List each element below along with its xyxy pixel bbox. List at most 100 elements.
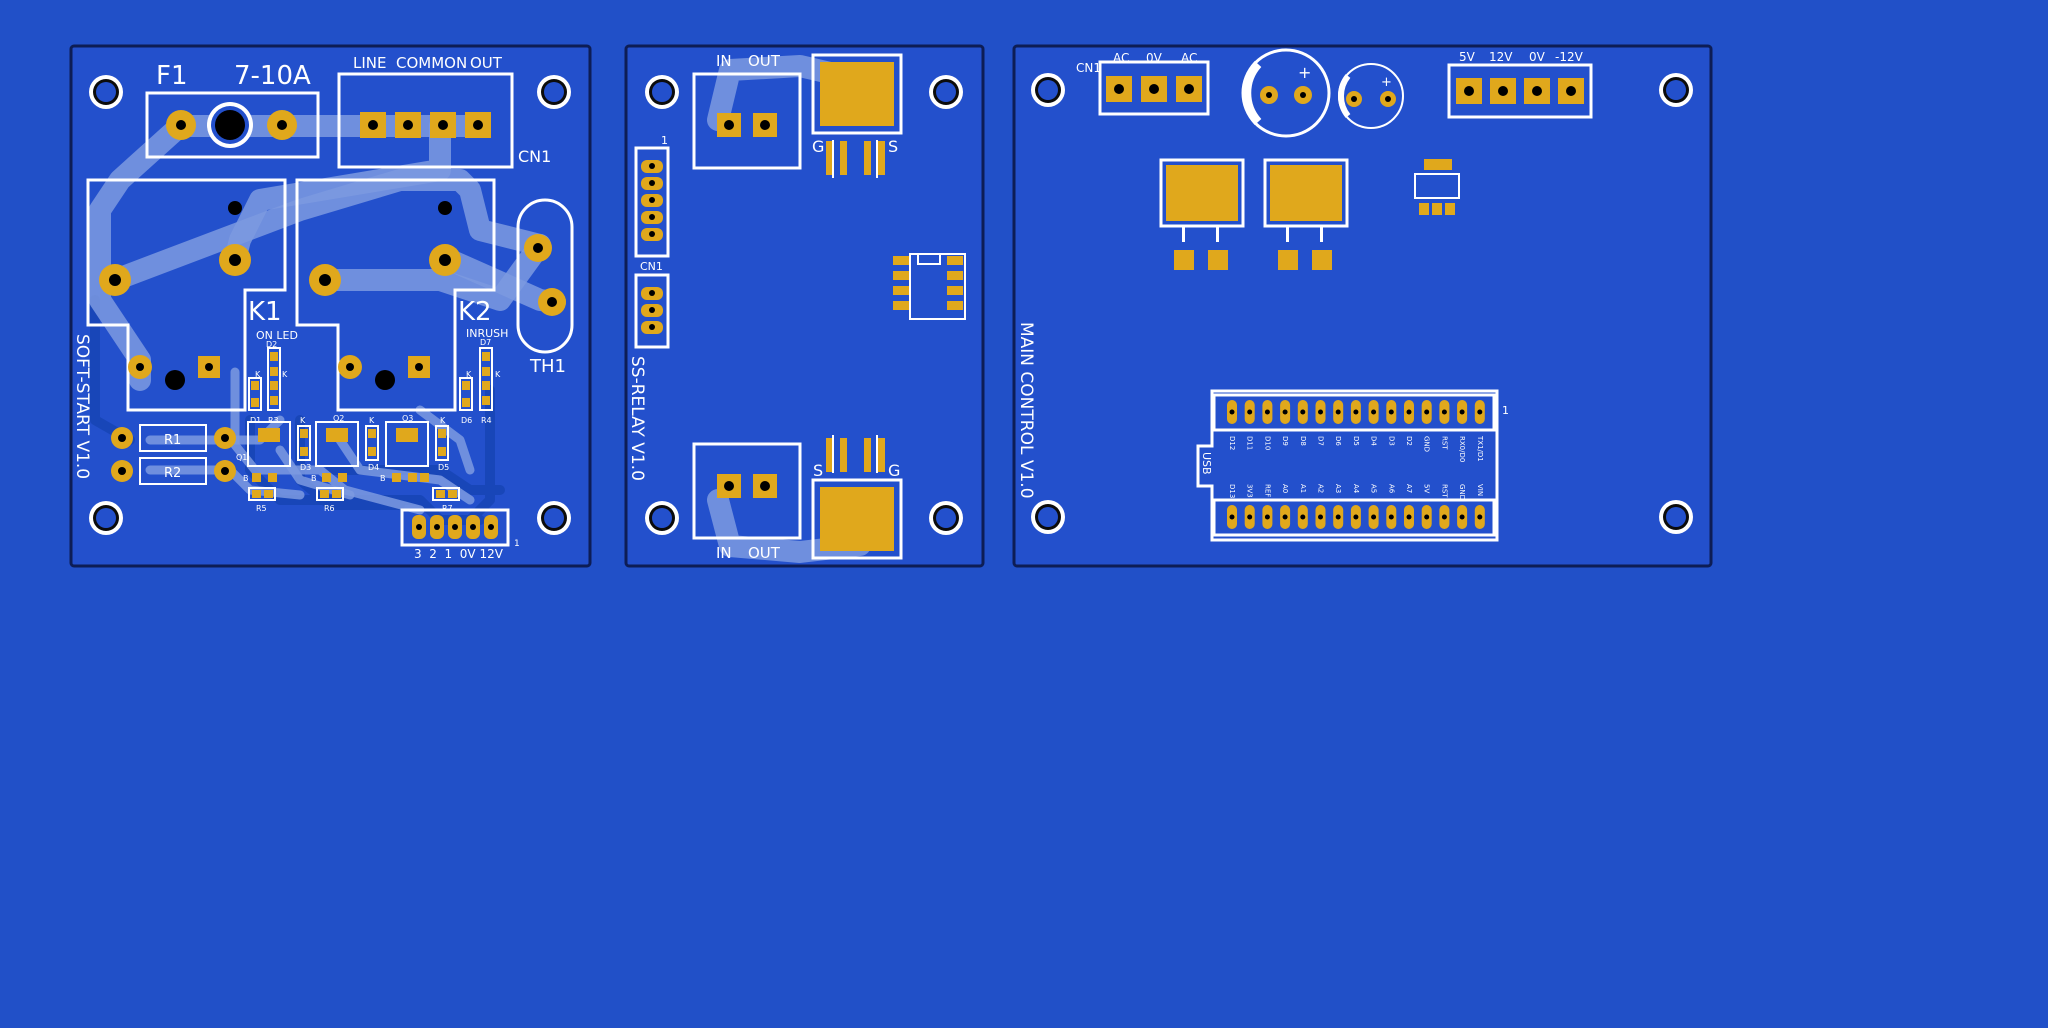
nano-pin-label: A2: [1317, 484, 1325, 493]
label-r1: R1: [164, 433, 181, 448]
power-header-outline: [1447, 63, 1593, 119]
smd-resistor-r3: [267, 347, 281, 411]
label-b: B: [243, 474, 249, 483]
nano-pin-label: A5: [1370, 484, 1378, 493]
board-title-ss-relay: SS-RELAY V1.0: [627, 356, 647, 481]
nano-pin-label: A7: [1405, 484, 1413, 493]
label-cn1: CN1: [1076, 61, 1101, 75]
nano-bottom-pads: [1227, 505, 1485, 529]
nano-pin-label: D4: [1370, 436, 1378, 446]
nano-pin-hole: [1388, 409, 1394, 415]
transistor-q3: [385, 421, 429, 467]
smd-resistor-r6: [316, 487, 344, 501]
nano-pin-label: D11: [1246, 436, 1254, 450]
label-k1: K1: [248, 297, 282, 327]
nano-pin-label: RX0/D0: [1458, 436, 1466, 462]
relay-hole: [228, 201, 242, 215]
label-d1: D1: [250, 416, 261, 425]
board-title-soft-start: SOFT-START V1.0: [72, 334, 92, 479]
board-title-main-control: MAIN CONTROL V1.0: [1016, 322, 1036, 499]
nano-pin-label: D7: [1317, 436, 1325, 446]
cn1-outline: [634, 273, 670, 349]
trace-thin: [230, 367, 425, 515]
nano-pin-label: TX1/D1: [1476, 435, 1484, 462]
nano-pin-label: D8: [1299, 436, 1307, 446]
mosfet-bottom-outline: [811, 478, 903, 560]
label-line: LINE: [353, 54, 386, 72]
mounting-hole: [89, 75, 123, 109]
transistor-q2: [315, 421, 359, 467]
nano-pin-hole: [1229, 409, 1235, 415]
nano-pin-label: A0: [1281, 484, 1289, 493]
nano-pin-hole: [1282, 514, 1288, 520]
mosfet-top-outline: [811, 53, 903, 135]
label-q2: Q2: [333, 414, 344, 423]
nano-top-row-outline: [1212, 393, 1496, 432]
nano-pin-hole: [1424, 514, 1430, 520]
label-r5: R5: [256, 504, 267, 513]
label-cn1: CN1: [518, 147, 551, 166]
header-6pin: [641, 160, 663, 241]
label-pin1: 1: [514, 539, 520, 549]
mounting-hole: [645, 501, 679, 535]
regulator-left: [1159, 158, 1245, 270]
fuse-outline: [145, 91, 320, 159]
th1-outline: [516, 198, 574, 354]
mounting-hole: [1031, 73, 1065, 107]
nano-pin-hole: [1441, 409, 1447, 415]
label-d2: D2: [266, 340, 277, 349]
nano-pin-label: A3: [1334, 484, 1342, 493]
nano-pin-label: D3: [1387, 436, 1395, 446]
smd-resistor-r4: [479, 347, 493, 411]
relay-k1-outline: [86, 178, 287, 412]
label-d4: D4: [368, 463, 379, 472]
label-q3: Q3: [402, 414, 413, 423]
power-header-pads: [1456, 78, 1584, 104]
header-5pin: [412, 515, 498, 539]
label-g-bottom: G: [888, 461, 900, 480]
trace-dark: [465, 385, 495, 525]
nano-pin-label: RST: [1440, 484, 1448, 498]
smd-diode-d4: [365, 425, 379, 461]
label-12v: 12V: [1489, 50, 1513, 64]
label-common: COMMON: [396, 54, 467, 72]
nano-pin-label: GND: [1458, 484, 1466, 500]
label-d5: D5: [438, 463, 449, 472]
label-cn1: CN1: [640, 260, 663, 273]
label-k: K: [466, 370, 472, 379]
label-k: K: [300, 416, 306, 425]
nano-pin-label: 5V: [1423, 484, 1431, 493]
nano-pin-hole: [1318, 409, 1323, 415]
nano-pin-hole: [1406, 514, 1412, 520]
regulator-right: [1263, 158, 1349, 270]
label-q1: Q1: [236, 453, 247, 462]
label-k: K: [440, 416, 446, 425]
trace-thin: [415, 405, 475, 475]
label-fuse-rating: 7-10A: [234, 61, 311, 91]
smd-diode-d3: [297, 425, 311, 461]
relay-hole: [438, 201, 452, 215]
cn1-pads: [641, 287, 663, 334]
nano-pin-label: D13: [1228, 484, 1236, 498]
nano-pin-label: D10: [1263, 436, 1271, 450]
relay-k2-outline: [295, 178, 496, 412]
capacitor-large: +: [1241, 48, 1331, 138]
mounting-hole: [645, 75, 679, 109]
nano-pin-label: D5: [1352, 436, 1360, 446]
label-plus: +: [1381, 75, 1392, 90]
mosfet-bottom-legs: [826, 435, 885, 473]
label-5v: 5V: [1459, 50, 1476, 64]
nano-pin-hole: [1441, 514, 1447, 520]
smd-resistor-r5: [248, 487, 276, 501]
ic-soic-pads: [893, 256, 963, 310]
label-r3: R3: [268, 416, 279, 425]
nano-pin-label: VIN: [1476, 484, 1484, 496]
nano-outline: [1196, 389, 1499, 542]
resistor-r2: R2: [111, 457, 236, 485]
smd-pad-row: [252, 473, 429, 482]
header-6pin-outline: [634, 146, 670, 258]
ss-relay-outline: [624, 44, 985, 568]
label-r4: R4: [481, 416, 492, 425]
